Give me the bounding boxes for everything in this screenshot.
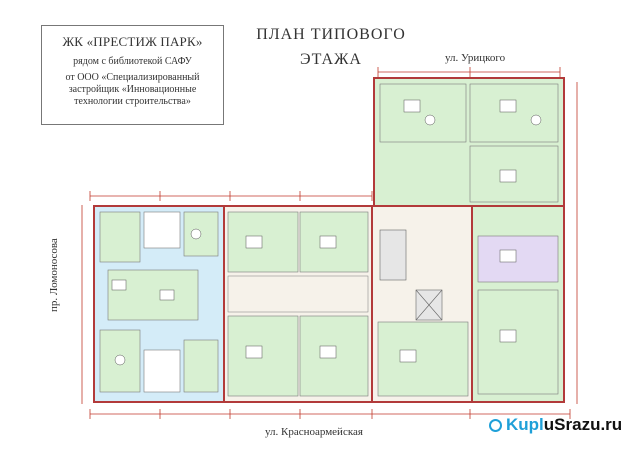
project-title: ЖК «ПРЕСТИЖ ПАРК» — [62, 34, 203, 49]
street-label-bottom: ул. Красноармейская — [265, 426, 363, 438]
dimension-lines — [81, 67, 578, 419]
plan-title: ПЛАН ТИПОВОГО ЭТАЖА — [236, 22, 426, 72]
watermark-part-2: uSrazu.ru — [543, 415, 623, 434]
watermark-logo: KupluSrazu.ru — [489, 415, 622, 435]
project-info-box: ЖК «ПРЕСТИЖ ПАРК» рядом с библиотекой СА… — [41, 25, 224, 125]
watermark-part-1: Kupl — [506, 415, 544, 434]
street-label-left: пр. Ломоносова — [48, 238, 60, 312]
right-tower — [373, 77, 565, 403]
left-wing — [93, 205, 225, 403]
core-section — [371, 205, 473, 403]
developer-line-2: застройщик «Инновационные — [68, 84, 197, 95]
project-location: рядом с библиотекой САФУ — [73, 56, 192, 67]
developer-line-3: технологии строительства» — [74, 96, 191, 107]
plan-title-line-1: ПЛАН ТИПОВОГО — [256, 26, 406, 43]
developer-line-1: от ООО «Специализированный — [65, 72, 200, 83]
street-label-top: ул. Урицкого — [445, 52, 506, 64]
middle-section — [223, 205, 373, 403]
furniture — [111, 99, 542, 366]
plan-title-line-2: ЭТАЖА — [300, 51, 362, 68]
watermark-ring-icon — [489, 419, 502, 432]
